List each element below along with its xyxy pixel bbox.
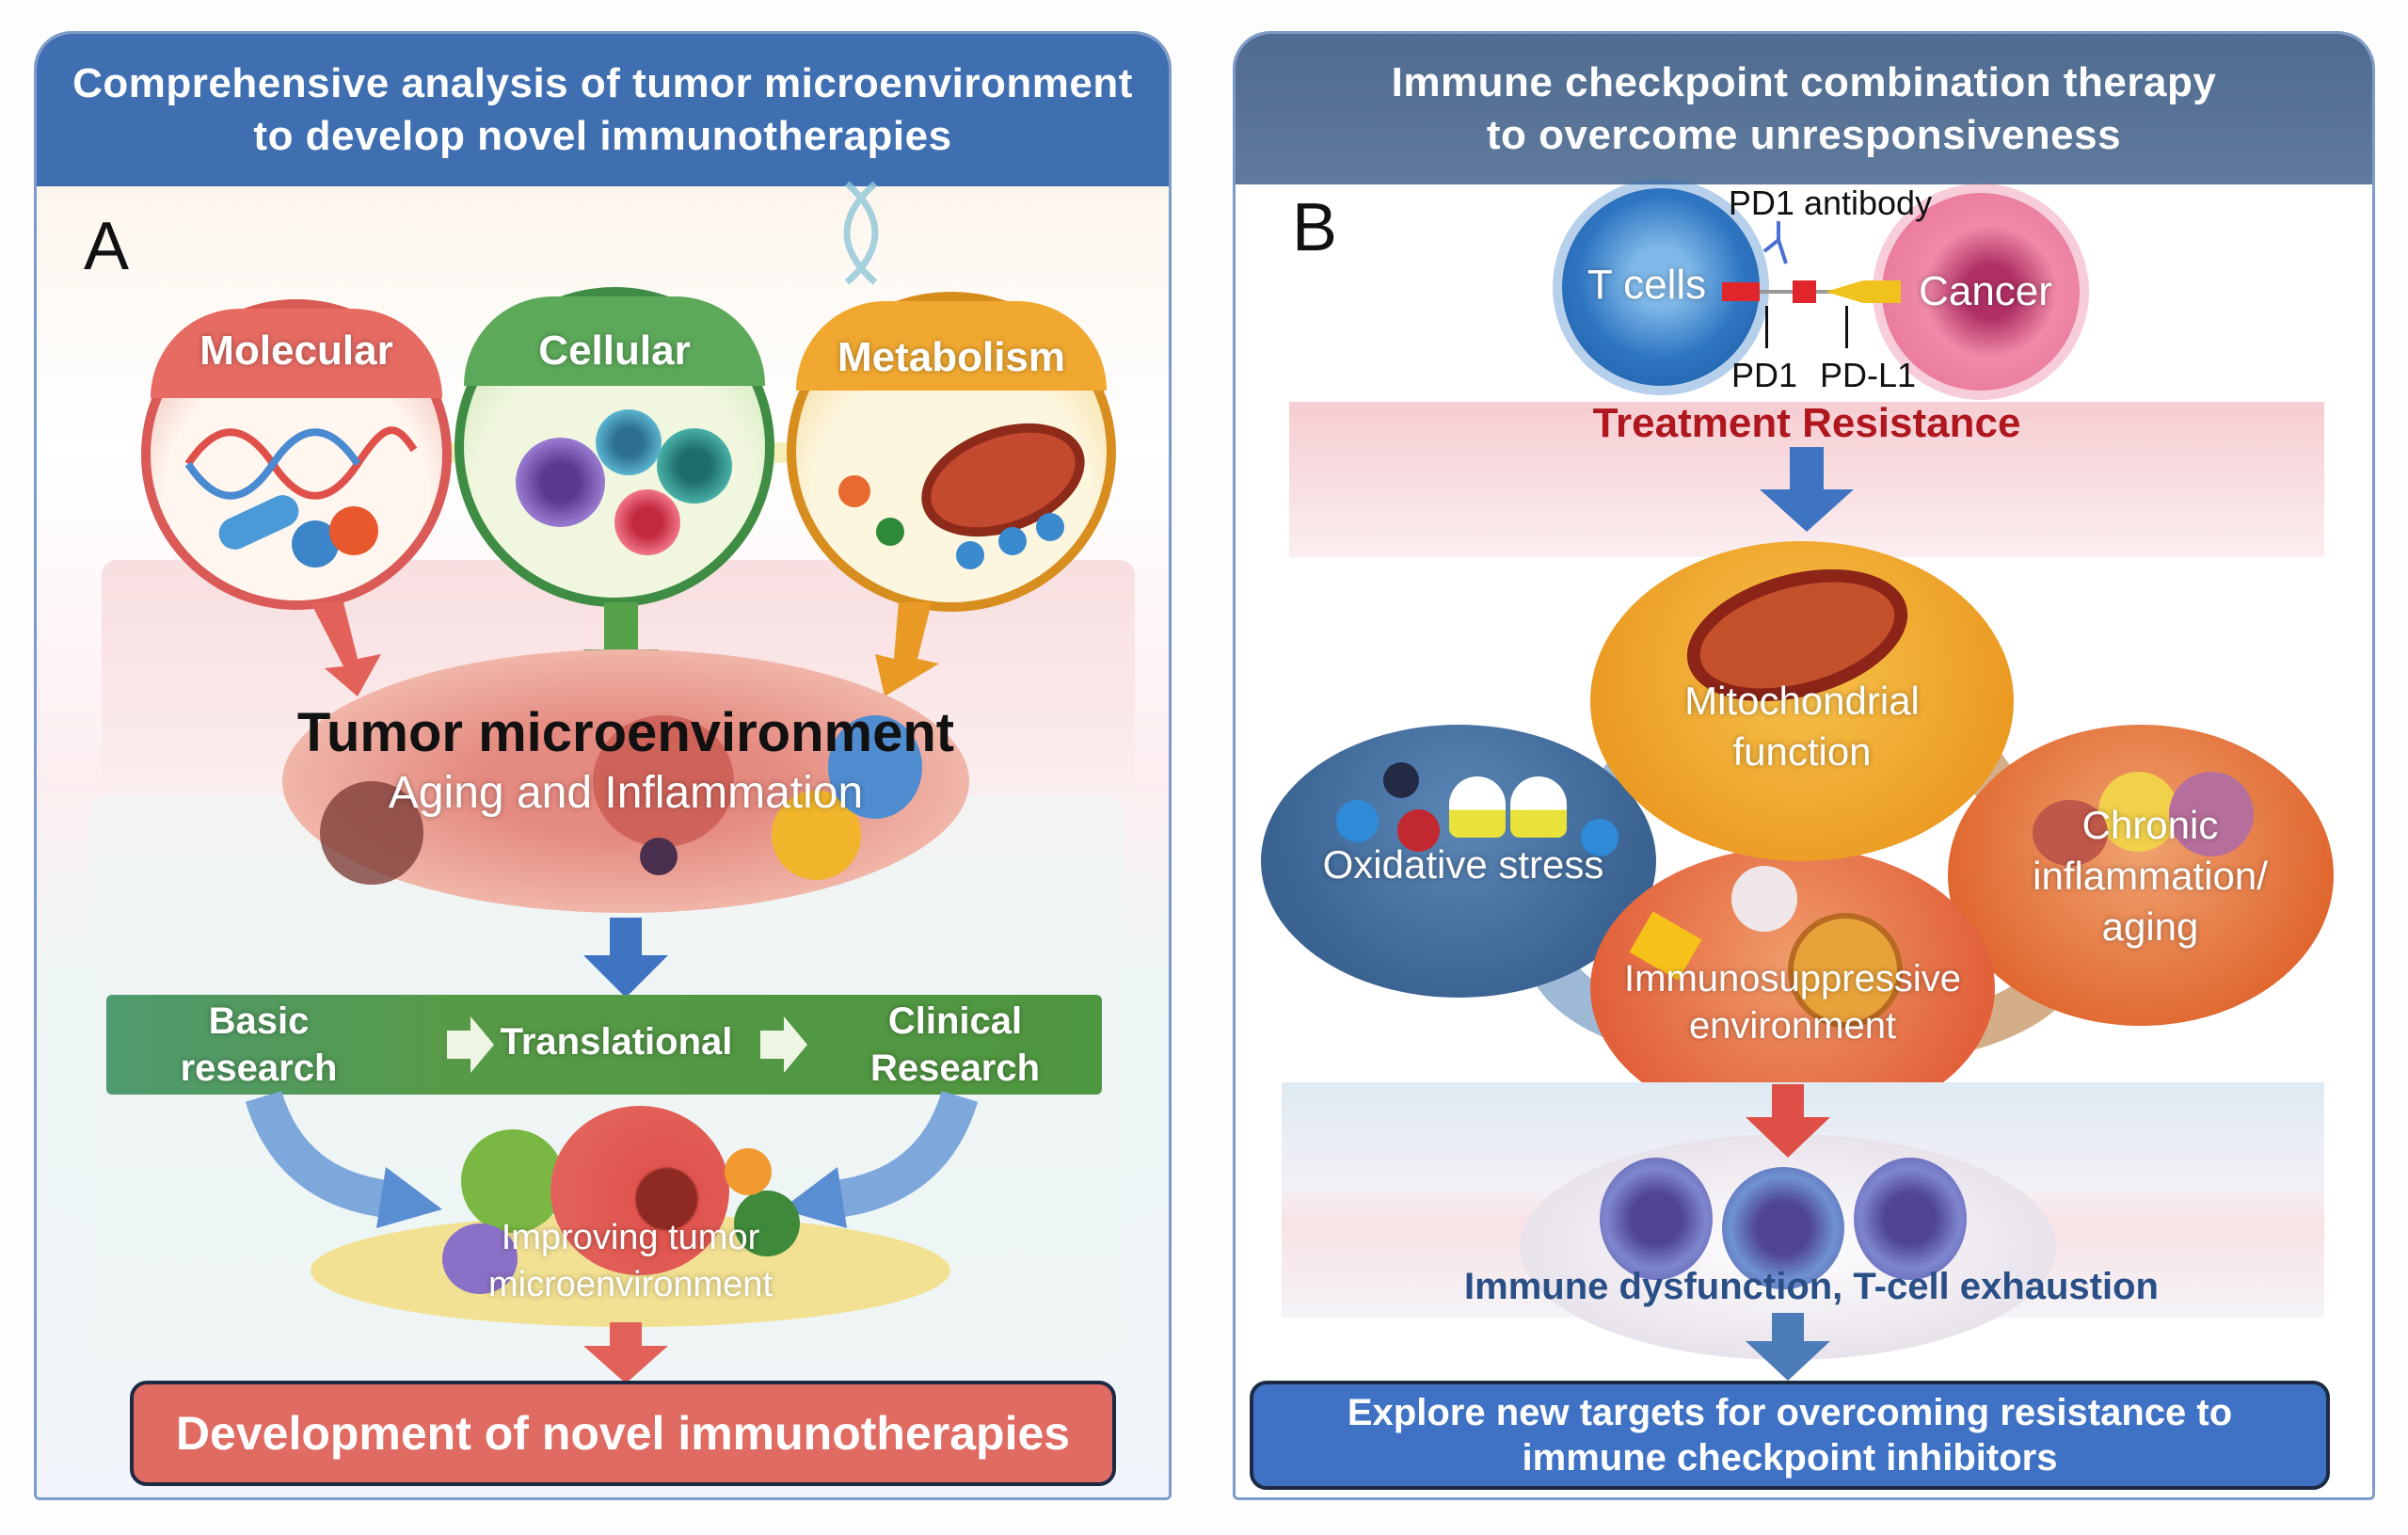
panel-b-label: B — [1292, 190, 1338, 265]
cell-icon — [657, 428, 732, 504]
metabolism-circle — [787, 292, 1116, 612]
chronic-inflammation-circle — [1948, 725, 2334, 1026]
panel-a-title: Comprehensive analysis of tumor microenv… — [72, 60, 1133, 159]
research-step-translational: Translational — [500, 1021, 733, 1063]
cell-cluster-icon — [461, 1129, 565, 1233]
metabolism-label: Metabolism — [837, 334, 1066, 380]
arrow-down-blue-icon — [1746, 1313, 1830, 1381]
chronic-inflammation-label: Chronic inflammation/ aging — [2033, 803, 2268, 949]
cell-cluster-icon — [725, 1148, 772, 1195]
mitochondrial-label: Mitochondrial function — [1684, 679, 1920, 774]
molecule-dot — [329, 506, 378, 555]
dna-icon — [184, 426, 418, 500]
arrow-down-red-icon — [583, 1322, 668, 1383]
curved-arrow-right-icon — [781, 1090, 979, 1228]
exhausted-t-cell-icon — [1722, 1167, 1844, 1289]
improving-tme-label: Improving tumor microenvironment — [488, 1218, 773, 1304]
panel-b-title: Immune checkpoint combination therapy to… — [1391, 59, 2217, 158]
pd1-antibody-label: PD1 antibody — [1728, 184, 1933, 222]
curved-arrow-left-icon — [245, 1090, 442, 1228]
immunosuppressive-label: Immunosuppressive environment — [1624, 958, 1961, 1047]
arrow-down-red-icon — [311, 602, 381, 696]
molecular-circle — [141, 299, 452, 610]
arrow-right-icon — [447, 1016, 494, 1073]
oxidative-stress-label: Oxidative stress — [1322, 842, 1604, 887]
arrow-down-blue-icon — [583, 918, 668, 998]
development-result-box: Development of novel immunotherapies — [130, 1381, 1116, 1486]
cell-icon — [596, 409, 662, 475]
tumor-microenvironment-title: Tumor microenvironment — [296, 702, 955, 763]
pd1-label: PD1 — [1730, 356, 1798, 394]
panel-a-label: A — [84, 209, 130, 284]
cell-cluster-icon — [734, 1191, 800, 1256]
explore-targets-result-box: Explore new targets for overcoming resis… — [1250, 1381, 2330, 1490]
pd1-pointer-line — [1765, 306, 1768, 348]
t-cells-label: T cells — [1587, 262, 1707, 308]
cancer-cell-illustration — [1882, 193, 2080, 391]
exhausted-t-cell-icon — [1854, 1158, 1967, 1280]
arrow-down-red-icon — [1746, 1084, 1830, 1158]
oxidative-stress-circle — [1261, 725, 1656, 998]
pd1-antibody-icon — [1762, 221, 1788, 264]
research-pipeline-bar — [106, 995, 1102, 1095]
cell-cluster-icon — [550, 1106, 729, 1275]
cell-icon — [614, 489, 680, 555]
mitochondrial-circle — [1590, 541, 2014, 861]
treatment-resistance-label: Treatment Resistance — [1592, 400, 2021, 446]
cellular-circle — [454, 287, 774, 607]
molecular-label: Molecular — [199, 328, 393, 374]
explore-targets-text: Explore new targets for overcoming resis… — [1347, 1392, 2233, 1479]
cell-icon — [516, 438, 605, 527]
molecule-dot — [1036, 513, 1064, 541]
exhausted-t-cell-icon — [1600, 1158, 1713, 1280]
arrow-down-blue-icon — [1760, 447, 1854, 532]
tumor-illustration — [282, 649, 969, 913]
pdl1-pointer-line — [1845, 306, 1848, 348]
molecule-dot — [998, 527, 1027, 555]
development-result-text: Development of novel immunotherapies — [175, 1407, 1071, 1460]
dna-helix-icon — [843, 181, 879, 285]
cell-cluster-icon — [442, 1223, 518, 1294]
panel-b-header: Immune checkpoint combination therapy to… — [1236, 34, 2372, 184]
molecule-dot — [838, 475, 870, 507]
cellular-label: Cellular — [538, 328, 691, 374]
research-step-basic: Basic research — [180, 1000, 338, 1089]
molecule-dot — [956, 541, 984, 569]
panel-a-header: Comprehensive analysis of tumor microenv… — [37, 34, 1169, 186]
tumor-subtitle: Aging and Inflammation — [388, 768, 864, 818]
cancer-label: Cancer — [1919, 268, 2052, 314]
arrow-down-orange-icon — [875, 602, 939, 696]
immune-dysfunction-label: Immune dysfunction, T-cell exhaustion — [1464, 1266, 2159, 1307]
research-step-clinical: Clinical Research — [869, 1000, 1041, 1089]
pdl1-label: PD-L1 — [1819, 356, 1917, 394]
pd1-pdl1-complex-icon — [1722, 280, 1901, 303]
molecule-dot — [876, 518, 904, 546]
arrow-right-icon — [760, 1016, 807, 1073]
